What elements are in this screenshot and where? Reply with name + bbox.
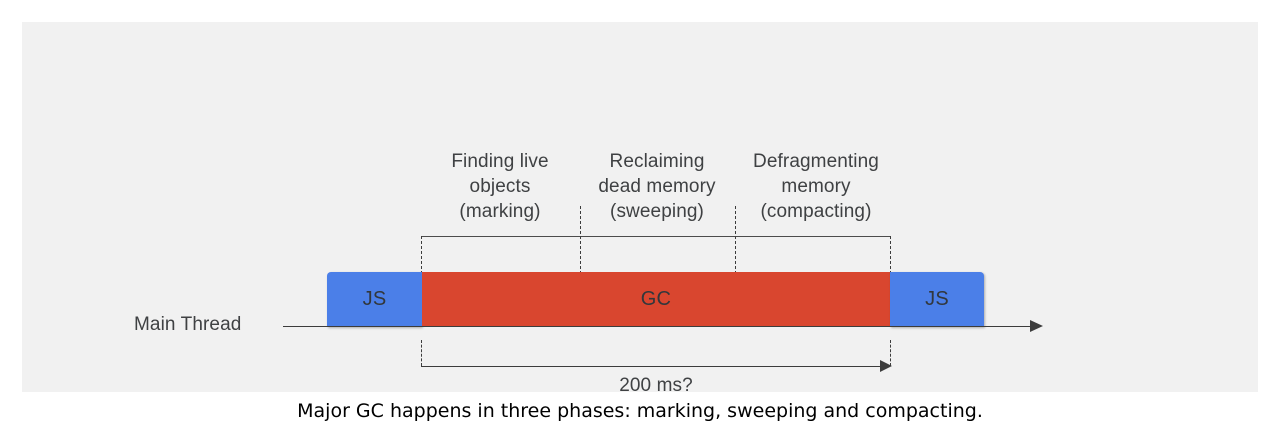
main-thread-axis bbox=[283, 326, 1036, 327]
phase-divider-marking-sweeping bbox=[580, 206, 581, 274]
timeline-block-gc: GC bbox=[422, 272, 890, 327]
main-thread-arrow-icon bbox=[1030, 320, 1043, 332]
duration-label: 200 ms? bbox=[619, 375, 693, 396]
duration-tick-left bbox=[421, 340, 422, 366]
main-thread-label: Main Thread bbox=[134, 314, 242, 335]
phase-label-sweeping: Reclaiming dead memory (sweeping) bbox=[598, 151, 716, 222]
figure-caption: Major GC happens in three phases: markin… bbox=[297, 400, 983, 422]
gc-span-tick-right bbox=[890, 236, 891, 274]
duration-arrow-icon bbox=[880, 360, 892, 372]
phase-divider-sweeping-compacting bbox=[735, 206, 736, 274]
timeline-block-js-right: JS bbox=[890, 272, 984, 327]
phase-label-marking: Finding live objects (marking) bbox=[451, 151, 549, 222]
duration-tick-right bbox=[890, 340, 891, 366]
gc-span-bracket bbox=[421, 236, 891, 237]
phase-label-compacting: Defragmenting memory (compacting) bbox=[753, 151, 879, 222]
slide-panel: Finding live objects (marking) Reclaimin… bbox=[22, 22, 1258, 396]
timeline-block-js-left: JS bbox=[327, 272, 422, 327]
duration-measure-line bbox=[421, 366, 882, 367]
gc-span-tick-left bbox=[421, 236, 422, 274]
